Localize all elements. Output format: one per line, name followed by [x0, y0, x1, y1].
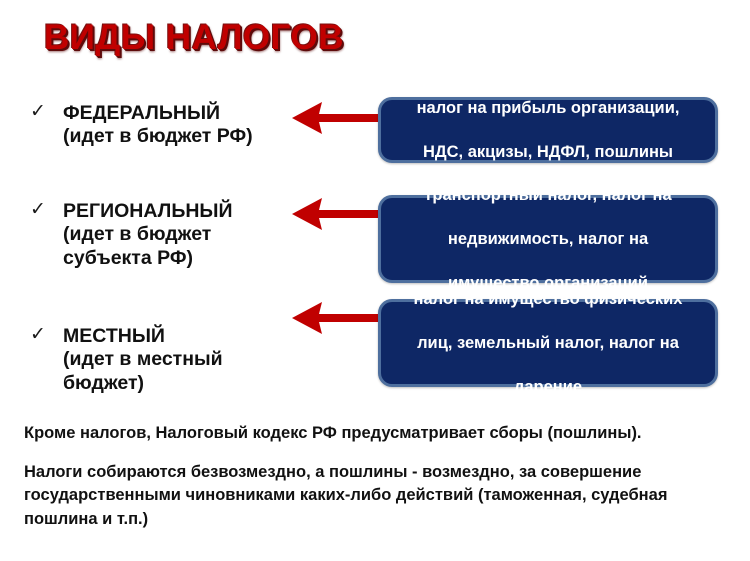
box-line: транспортный налог, налог на: [424, 185, 672, 204]
box-line: недвижимость, налог на: [447, 229, 649, 248]
left-arrow-icon-regional: [288, 196, 384, 232]
tax-kind-regional: ✓ РЕГИОНАЛЬНЫЙ (идет в бюджет субъекта Р…: [30, 200, 305, 271]
footer-paragraph-2: Налоги собираются безвозмездно, а пошлин…: [24, 463, 668, 528]
tax-kind-federal: ✓ ФЕДЕРАЛЬНЫЙ (идет в бюджет РФ): [30, 102, 305, 149]
tax-destination-label: (идет в бюджет субъекта РФ): [63, 223, 212, 269]
tax-destination-label: (идет в бюджет РФ): [63, 125, 253, 147]
footer-paragraph-1: Кроме налогов, Налоговый кодекс РФ преду…: [24, 424, 642, 442]
tax-kind-label: ФЕДЕРАЛЬНЫЙ: [63, 102, 221, 124]
tax-examples-box-local: налог на имущество физических лиц, земел…: [378, 290, 718, 396]
tax-kind-label: РЕГИОНАЛЬНЫЙ: [63, 200, 233, 222]
box-line: налог на прибыль организации,: [416, 98, 680, 117]
tax-kind-local: ✓ МЕСТНЫЙ (идет в местный бюджет): [30, 325, 305, 396]
page-title: ВИДЫ НАЛОГОВ: [44, 18, 344, 57]
box-line: налог на имущество физических: [413, 289, 683, 308]
checkmark-icon: ✓: [30, 100, 46, 122]
tax-kind-label: МЕСТНЫЙ: [63, 325, 165, 347]
checkmark-icon: ✓: [30, 198, 46, 220]
left-arrow-icon-federal: [288, 100, 384, 136]
box-line: имущество организаций: [448, 274, 648, 293]
tax-examples-box-regional: транспортный налог, налог на недвижимост…: [378, 186, 718, 292]
tax-destination-label: (идет в местный бюджет): [63, 348, 223, 394]
box-line: лиц, земельный налог, налог на: [417, 333, 679, 352]
box-line: дарение: [513, 378, 583, 397]
tax-examples-box-federal: налог на прибыль организации, НДС, акциз…: [378, 97, 718, 163]
checkmark-icon: ✓: [30, 323, 46, 345]
box-line: НДС, акцизы, НДФЛ, пошлины: [422, 143, 674, 162]
left-arrow-icon-local: [288, 300, 384, 336]
